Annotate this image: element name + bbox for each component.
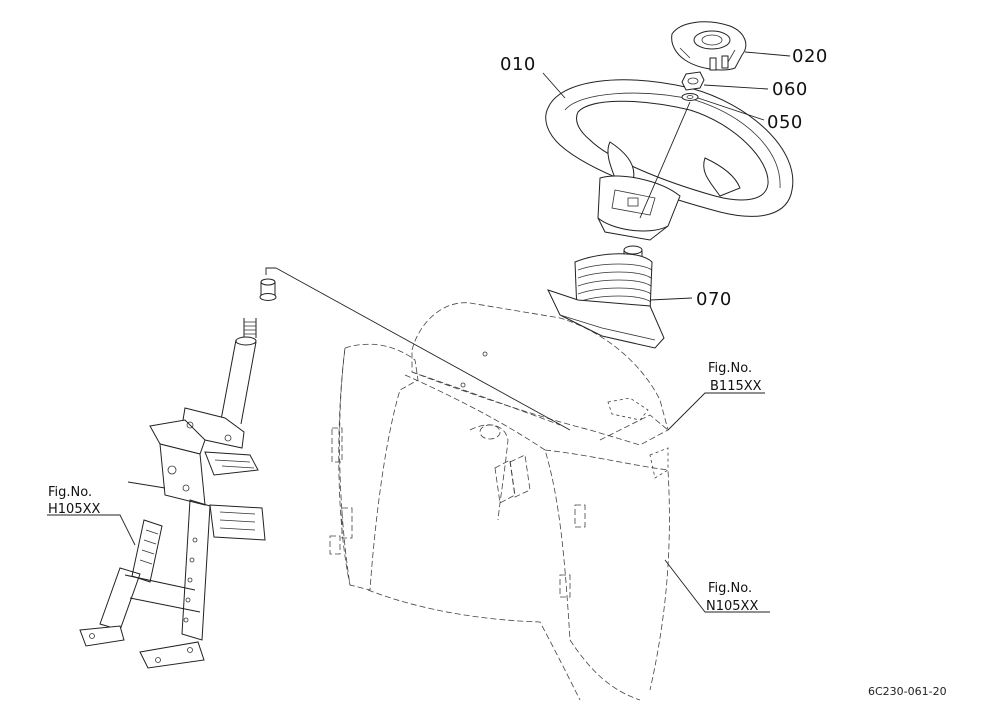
washer-illustration [681, 93, 699, 101]
drawing-code: 6C230-061-20 [868, 685, 947, 698]
steering-column-assembly [79, 267, 571, 669]
figure-ref-n-prefix: Fig.No. [708, 581, 752, 596]
leader-lines [47, 51, 791, 613]
nut-illustration [681, 71, 705, 91]
boot-illustration [547, 245, 665, 349]
figure-ref-h-code: H105XX [48, 502, 100, 517]
part-number-050: 050 [767, 112, 803, 133]
figure-ref-b-prefix: Fig.No. [708, 361, 752, 376]
part-number-020: 020 [792, 46, 828, 67]
part-number-070: 070 [696, 289, 732, 310]
figure-ref-b[interactable]: Fig.No. B115XX [708, 361, 762, 394]
figure-ref-h-prefix: Fig.No. [48, 485, 92, 500]
figure-ref-b-code: B115XX [710, 379, 762, 394]
steering-wheel-illustration [545, 79, 794, 241]
figure-ref-n-code: N105XX [706, 599, 758, 614]
center-cap-illustration [671, 21, 747, 71]
dashboard-housing [329, 302, 670, 701]
part-number-060: 060 [772, 79, 808, 100]
part-number-010: 010 [500, 54, 536, 75]
figure-ref-n[interactable]: Fig.No. N105XX [706, 581, 758, 614]
figure-ref-h[interactable]: Fig.No. H105XX [48, 485, 100, 517]
